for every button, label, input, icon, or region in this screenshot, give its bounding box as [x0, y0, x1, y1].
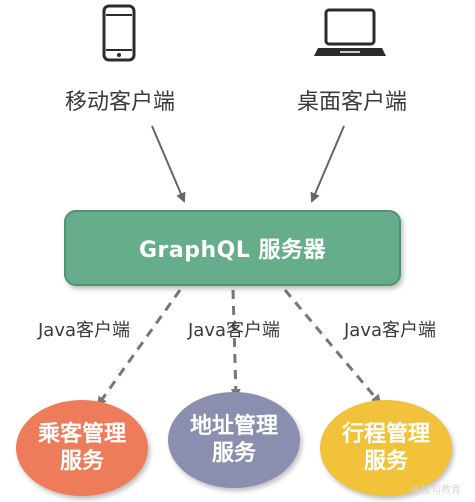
edge-label-trip: Java客户端: [343, 320, 437, 341]
mobile-to-server-arrow: [151, 125, 186, 203]
server-to-address-arrow: [230, 289, 241, 399]
service-name: 地址管理: [189, 413, 278, 439]
service-suffix: 服务: [363, 449, 408, 474]
watermark: @拉勾教育: [411, 485, 461, 496]
address-service-node: 地址管理 服务: [168, 392, 300, 488]
service-suffix: 服务: [211, 441, 256, 466]
graphql-server-node: GraphQL 服务器: [64, 210, 401, 286]
service-suffix: 服务: [59, 449, 104, 474]
passenger-service-node: 乘客管理 服务: [16, 400, 148, 496]
mobile-client-label: 移动客户端: [64, 90, 176, 115]
desktop-to-server-arrow: [310, 125, 345, 203]
desktop-client-label: 桌面客户端: [296, 90, 408, 115]
service-name: 乘客管理: [37, 421, 126, 447]
trip-service-node: 行程管理 服务: [320, 400, 452, 496]
edge-label-address: Java客户端: [187, 320, 281, 341]
server-to-trip-arrow: [283, 289, 382, 405]
laptop-icon: [314, 8, 386, 56]
smartphone-icon: [102, 4, 136, 62]
service-name: 行程管理: [341, 421, 430, 447]
edge-label-passenger: Java客户端: [37, 320, 131, 341]
server-title: GraphQL 服务器: [138, 238, 327, 263]
server-to-passenger-arrow: [96, 289, 182, 407]
